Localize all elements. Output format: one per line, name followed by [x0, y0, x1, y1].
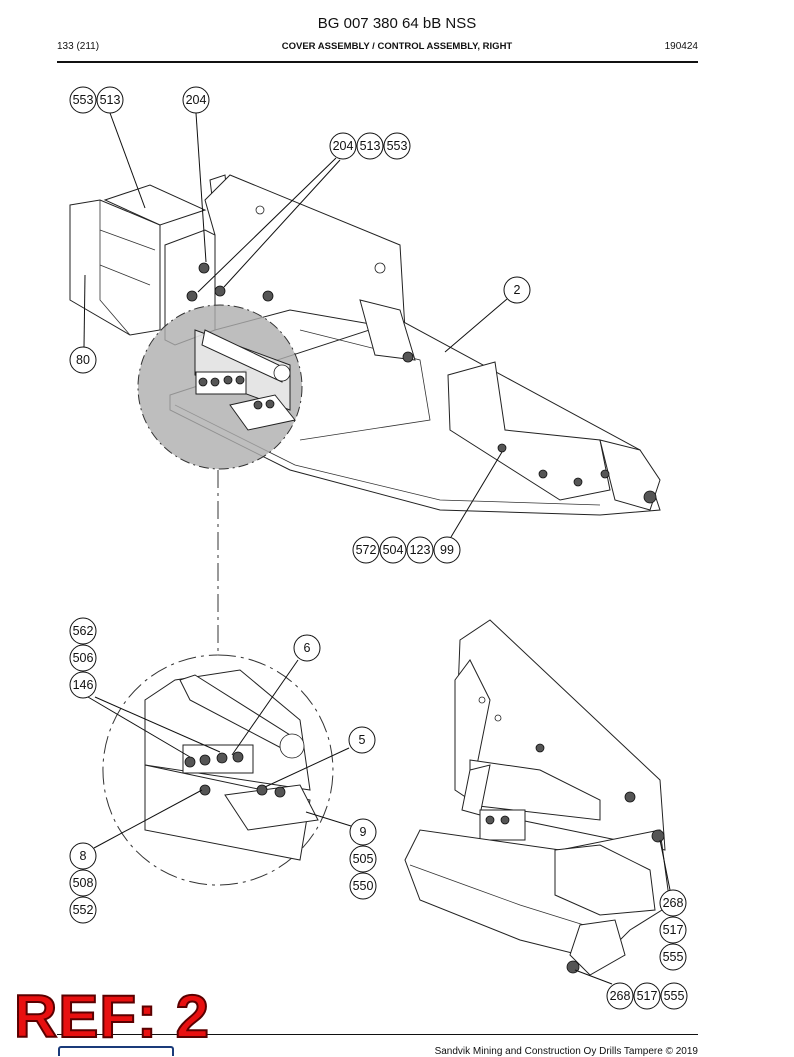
- svg-text:517: 517: [663, 923, 684, 937]
- svg-text:517: 517: [637, 989, 658, 1003]
- date-code: 190424: [664, 41, 698, 52]
- svg-text:504: 504: [383, 543, 404, 557]
- svg-text:123: 123: [410, 543, 431, 557]
- svg-text:508: 508: [73, 876, 94, 890]
- callout-6: 6: [293, 634, 321, 662]
- svg-text:550: 550: [353, 879, 374, 893]
- svg-text:513: 513: [360, 139, 381, 153]
- callout-506: 506: [69, 644, 97, 672]
- callout-8: 8: [69, 842, 97, 870]
- svg-text:9: 9: [360, 825, 367, 839]
- svg-text:6: 6: [304, 641, 311, 655]
- callout-268: 268: [606, 982, 634, 1010]
- svg-text:80: 80: [76, 353, 90, 367]
- svg-text:513: 513: [100, 93, 121, 107]
- callout-504: 504: [379, 536, 407, 564]
- callout-550: 550: [349, 872, 377, 900]
- callout-553: 553: [69, 86, 97, 114]
- callout-552: 552: [69, 896, 97, 924]
- callout-5: 5: [348, 726, 376, 754]
- callout-553: 553: [383, 132, 411, 160]
- svg-text:2: 2: [514, 283, 521, 297]
- callout-572: 572: [352, 536, 380, 564]
- footer-rule: [57, 1034, 698, 1035]
- callout-268: 268: [659, 889, 687, 917]
- main-assembly-view: [69, 174, 661, 655]
- header-rule: [57, 61, 698, 63]
- callout-80: 80: [69, 346, 97, 374]
- callout-513: 513: [96, 86, 124, 114]
- svg-text:506: 506: [73, 651, 94, 665]
- callout-204: 204: [329, 132, 357, 160]
- leader-lines: [83, 112, 671, 985]
- callout-555: 555: [660, 982, 688, 1010]
- callout-562: 562: [69, 617, 97, 645]
- detail-view: [102, 654, 334, 886]
- callout-146: 146: [69, 671, 97, 699]
- svg-text:555: 555: [664, 989, 685, 1003]
- svg-text:204: 204: [186, 93, 207, 107]
- svg-text:555: 555: [663, 950, 684, 964]
- footer-copyright: Sandvik Mining and Construction Oy Drill…: [434, 1046, 698, 1057]
- svg-text:505: 505: [353, 852, 374, 866]
- svg-text:552: 552: [73, 903, 94, 917]
- callout-517: 517: [633, 982, 661, 1010]
- svg-text:553: 553: [387, 139, 408, 153]
- svg-text:268: 268: [610, 989, 631, 1003]
- callout-508: 508: [69, 869, 97, 897]
- page-number: 133 (211): [57, 41, 100, 52]
- svg-text:5: 5: [359, 733, 366, 747]
- svg-text:553: 553: [73, 93, 94, 107]
- svg-text:8: 8: [80, 849, 87, 863]
- sandvik-logo: [58, 1046, 174, 1056]
- callout-99: 99: [433, 536, 461, 564]
- svg-text:99: 99: [440, 543, 454, 557]
- ref-stamp: REF: 2: [13, 983, 211, 1050]
- callout-2: 2: [503, 276, 531, 304]
- svg-text:146: 146: [73, 678, 94, 692]
- svg-text:562: 562: [73, 624, 94, 638]
- callout-204: 204: [182, 86, 210, 114]
- document-title: BG 007 380 64 bB NSS: [317, 15, 477, 32]
- svg-text:572: 572: [356, 543, 377, 557]
- svg-text:268: 268: [663, 896, 684, 910]
- callout-513: 513: [356, 132, 384, 160]
- callout-517: 517: [659, 916, 687, 944]
- callout-123: 123: [406, 536, 434, 564]
- section-title: COVER ASSEMBLY / CONTROL ASSEMBLY, RIGHT: [281, 41, 513, 52]
- callout-505: 505: [349, 845, 377, 873]
- svg-text:204: 204: [333, 139, 354, 153]
- iso-view: [404, 619, 671, 976]
- callout-9: 9: [349, 818, 377, 846]
- callout-555: 555: [659, 943, 687, 971]
